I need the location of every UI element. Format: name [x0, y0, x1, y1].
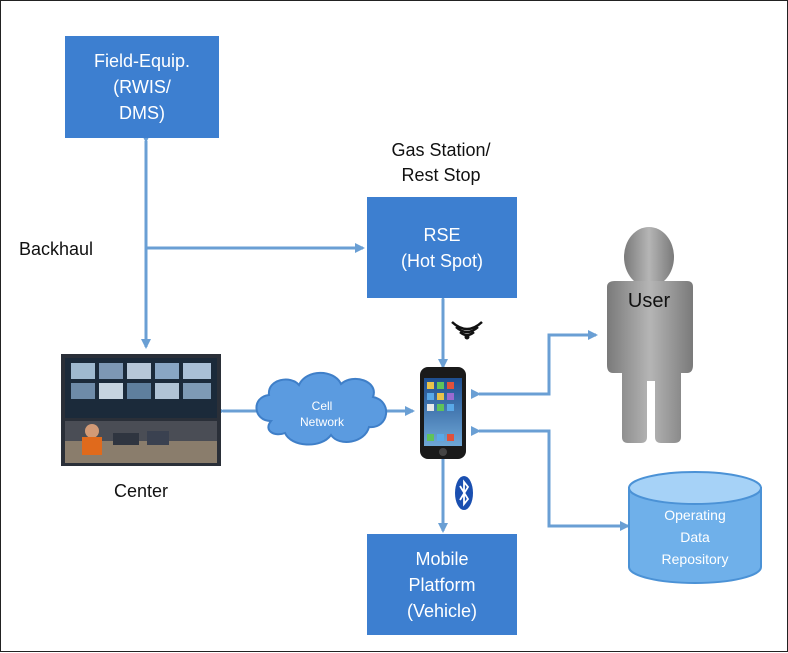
cloud-icon [255, 371, 388, 446]
center-label: Center [113, 481, 169, 501]
repository-line-2: Data [680, 529, 710, 545]
phone-repository-arrow [471, 426, 630, 531]
connectors [141, 133, 630, 533]
cell-network-label: Cell Network [283, 398, 361, 430]
repository-line-3: Repository [661, 551, 729, 567]
mobile-platform-box: Mobile Platform (Vehicle) [367, 534, 517, 635]
rse-line-1: RSE [423, 224, 461, 245]
mobile-platform-line-2: Platform [408, 574, 476, 595]
backhaul-label: Backhaul [19, 239, 94, 259]
control-center-photo [61, 354, 221, 466]
rse-line-2: (Hot Spot) [400, 250, 484, 271]
person-icon [607, 227, 693, 443]
gas-station-line-1: Gas Station/ [391, 140, 491, 160]
field-equipment-line-1: Field-Equip. [93, 51, 191, 71]
wifi-icon [451, 321, 483, 340]
repository-label: Operating Data Repository [633, 504, 757, 570]
cell-network-line-1: Cell [311, 399, 333, 413]
repository-line-1: Operating [664, 507, 726, 523]
phone-user-arrow [471, 330, 598, 399]
gas-station-label: Gas Station/ Rest Stop [361, 138, 521, 188]
field-equipment-box: Field-Equip. (RWIS/ DMS) [65, 36, 219, 138]
gas-station-line-2: Rest Stop [401, 165, 481, 185]
mobile-platform-line-3: (Vehicle) [406, 600, 478, 621]
rse-box: RSE (Hot Spot) [367, 197, 517, 298]
mobile-platform-line-1: Mobile [415, 548, 469, 569]
cell-network-line-2: Network [299, 415, 344, 429]
field-equipment-line-2: (RWIS/ [113, 77, 171, 97]
user-label: User [627, 290, 671, 312]
field-equipment-line-3: DMS) [119, 103, 165, 123]
database-icon [628, 471, 762, 584]
smartphone-icon [420, 367, 466, 459]
bluetooth-icon [455, 476, 473, 510]
